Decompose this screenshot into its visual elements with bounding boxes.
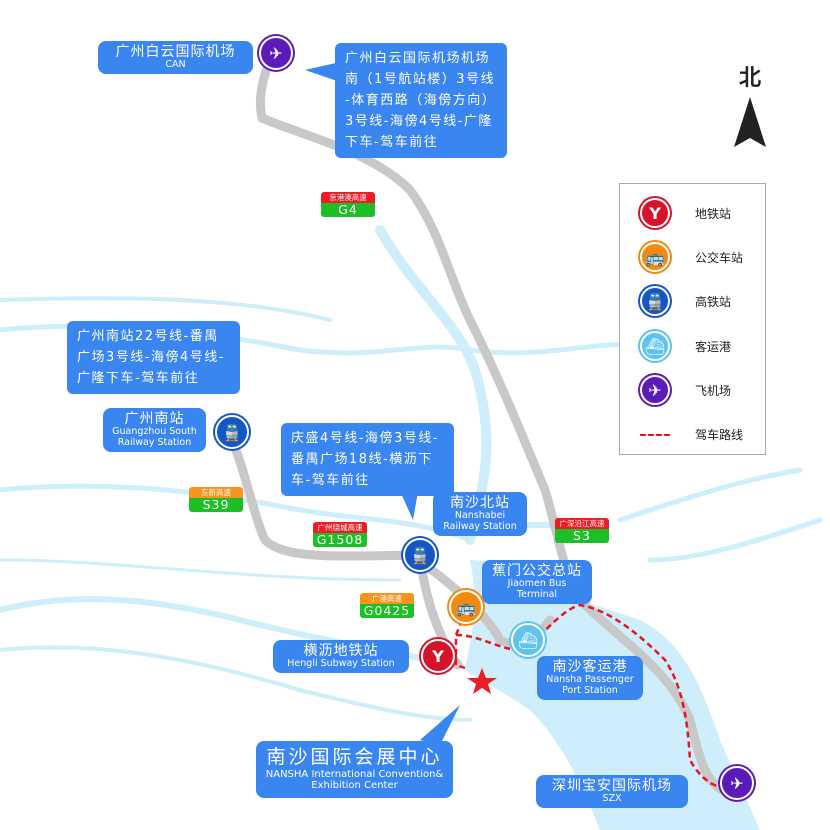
- bus-icon[interactable]: 🚌: [449, 590, 483, 624]
- legend-item-ferry: ⛴客运港: [640, 331, 731, 361]
- directions-guangzhou-south: 广州南站22号线-番禺广场3号线-海傍4号线-广隆下车-驾车前往: [67, 321, 240, 394]
- legend-item-route: 驾车路线: [640, 426, 743, 443]
- airport-icon[interactable]: ✈: [720, 766, 754, 800]
- directions-baiyun: 广州白云国际机场机场南（1号航站楼）3号线-体育西路（海傍方向）3号线-海傍4号…: [335, 43, 507, 158]
- subway-icon: Y: [640, 198, 670, 228]
- label-jiaomen-bus: 蕉门公交总站 Jiaomen Bus Terminal: [482, 560, 592, 604]
- label-baiyun-airport: 广州白云国际机场 CAN: [98, 41, 253, 75]
- train-icon[interactable]: 🚆: [403, 538, 437, 572]
- subway-icon[interactable]: Y: [421, 639, 455, 673]
- legend-item-bus: 🚌公交车站: [640, 242, 743, 272]
- bus-icon: 🚌: [640, 242, 670, 272]
- north-label: 北: [738, 66, 761, 91]
- ferry-icon[interactable]: ⛴: [511, 623, 545, 657]
- train-icon[interactable]: 🚆: [215, 415, 249, 449]
- train-icon: 🚆: [640, 286, 670, 316]
- label-guangzhou-south: 广州南站 Guangzhou South Railway Station: [103, 408, 206, 452]
- label-nanshabei: 南沙北站 Nanshabei Railway Station: [433, 492, 527, 536]
- legend-item-train: 🚆高铁站: [640, 286, 731, 316]
- label-hengli-subway: 横沥地铁站 Hengli Subway Station: [273, 640, 409, 674]
- label-nansha-convention-center: 南沙国际会展中心 NANSHA International Convention…: [256, 741, 453, 798]
- label-shenzhen-airport: 深圳宝安国际机场 SZX: [536, 775, 688, 809]
- label-nansha-port: 南沙客运港 Nansha Passenger Port Station: [537, 656, 643, 700]
- directions-nanshabei: 庆盛4号线-海傍3号线-番禺广场18线-横沥下车-驾车前往: [281, 423, 454, 496]
- north-arrow: 北: [730, 60, 770, 156]
- legend-item-airport: ✈飞机场: [640, 375, 731, 405]
- airport-icon: ✈: [640, 375, 670, 405]
- airport-icon[interactable]: ✈: [259, 36, 293, 70]
- destination-star-icon: [467, 668, 497, 694]
- ferry-icon: ⛴: [640, 331, 670, 361]
- dashed-route-icon: [640, 433, 670, 436]
- north-arrow-icon: [734, 97, 766, 147]
